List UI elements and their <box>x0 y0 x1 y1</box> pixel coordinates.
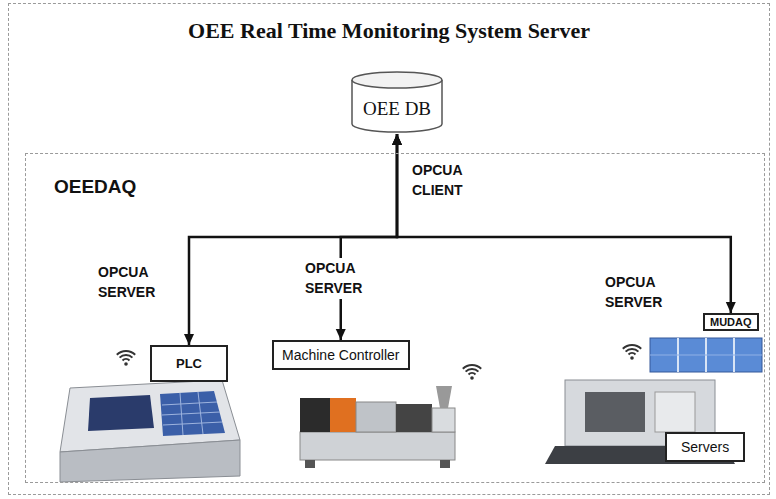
arrowhead <box>392 134 402 145</box>
node-text: PLC <box>176 356 202 371</box>
protocol-label: OPCUA SERVER <box>98 262 160 303</box>
plc-device <box>60 380 240 482</box>
device-label-box: Servers <box>665 432 745 462</box>
wifi-icon <box>623 345 641 360</box>
node-text: OEE DB <box>363 98 431 120</box>
arrowhead <box>392 134 402 145</box>
connector <box>184 134 402 345</box>
wifi-icon <box>463 365 481 380</box>
connector-label: OPCUA CLIENT <box>412 160 474 201</box>
mudaq-device <box>650 338 762 372</box>
machine-illustration <box>300 386 455 468</box>
node-text: Machine Controller <box>282 347 400 363</box>
server-region: OEE Real Time Monitoring System ServerOE… <box>8 3 770 495</box>
connector-line <box>341 134 397 340</box>
region-heading: OEE Real Time Monitoring System Server <box>9 18 769 44</box>
server-machine <box>545 380 735 464</box>
connector-line <box>397 134 731 313</box>
protocol-label: OPCUA SERVER <box>305 258 367 299</box>
daq-region: OEEDAQ PLC Machine Controller MUDAQ Servers <box>25 153 765 483</box>
protocol-label: OPCUA SERVER <box>605 272 667 313</box>
arrowhead <box>184 334 194 345</box>
arrowhead <box>726 302 736 313</box>
node-text: Servers <box>681 439 729 455</box>
device-label-box: Machine Controller <box>272 340 410 370</box>
region-heading: OEEDAQ <box>54 176 136 198</box>
connector <box>392 134 736 313</box>
database-cylinder: OEE DB <box>350 70 444 134</box>
cylinder-top <box>352 72 442 88</box>
arrowhead <box>392 134 402 145</box>
connector <box>336 134 402 340</box>
wifi-icon <box>117 351 135 366</box>
node-text: MUDAQ <box>710 316 752 328</box>
connector-line <box>189 134 397 345</box>
device-label-box: MUDAQ <box>703 313 759 331</box>
arrowhead <box>336 329 346 340</box>
device-label-box: PLC <box>150 345 228 382</box>
